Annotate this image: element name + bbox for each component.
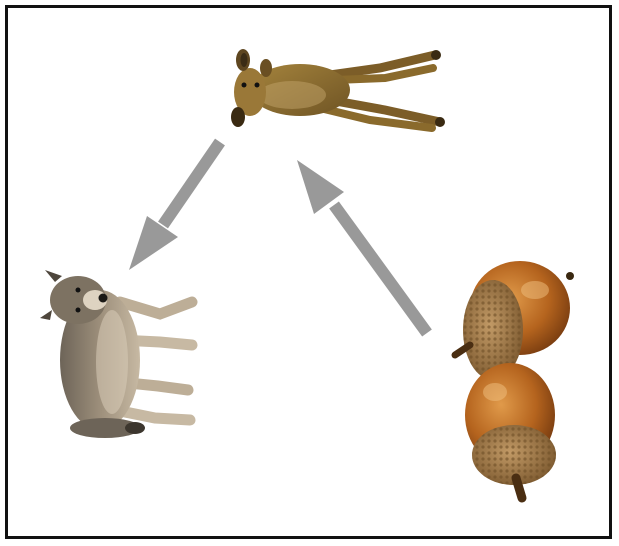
deer-icon — [231, 49, 445, 128]
arrow-acorns-to-deer — [297, 160, 427, 333]
lower-acorn — [465, 363, 556, 498]
wolf-icon — [40, 270, 192, 438]
arrow-deer-to-wolf — [129, 142, 220, 270]
upper-acorn — [455, 261, 574, 380]
acorns-icon — [455, 261, 574, 498]
